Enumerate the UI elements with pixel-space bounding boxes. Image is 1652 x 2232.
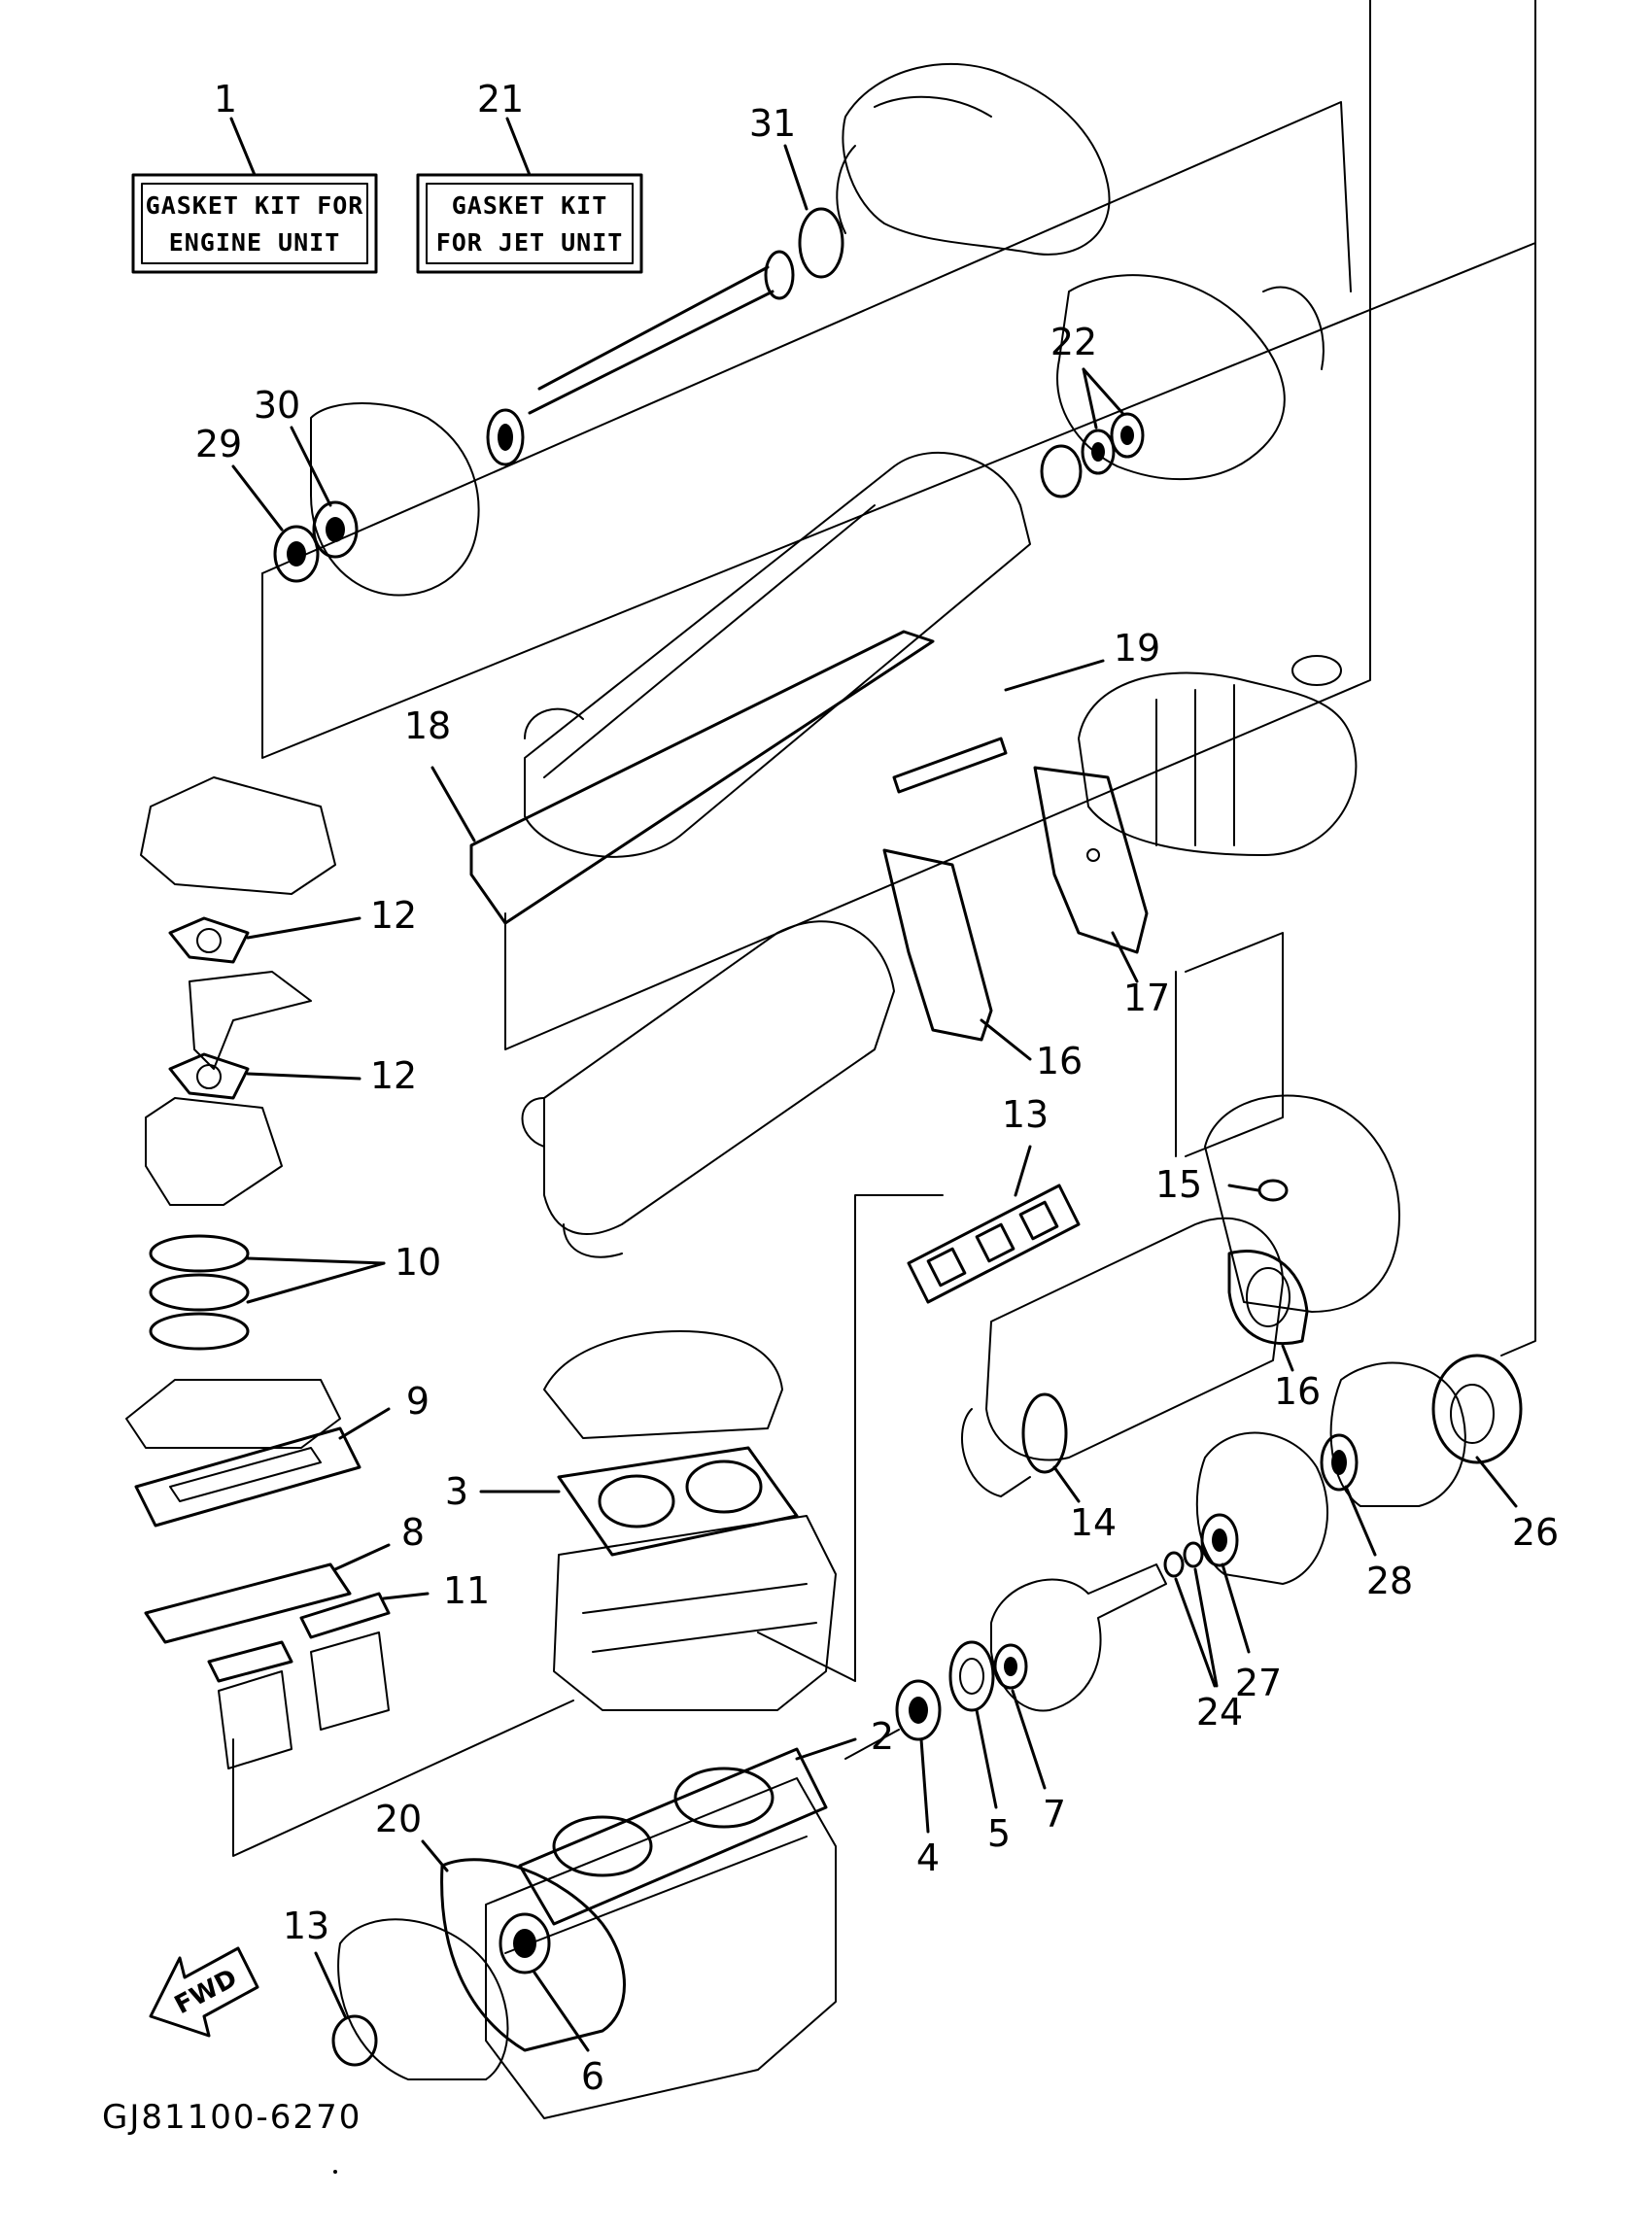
callout-12-lower: 12 [370, 1054, 417, 1097]
seal-6: 6 [499, 1912, 604, 2098]
seal-26: 26 [1431, 1354, 1559, 1554]
block-frame [757, 1194, 944, 1682]
callout-20: 20 [375, 1798, 422, 1840]
crankcase [485, 1777, 837, 2119]
gasket-20: 20 [375, 1798, 626, 2052]
callout-8: 8 [401, 1511, 425, 1554]
cylinder-head [543, 1330, 783, 1439]
seal-5: 5 [948, 1640, 1011, 1855]
seal-14: 14 [961, 1392, 1117, 1544]
kit-box-engine: GASKET KIT FOR ENGINE UNIT 1 [131, 78, 378, 274]
gasket-19: 17 [1033, 766, 1170, 1019]
stray-dot [333, 2170, 337, 2174]
exhaust-chamber [521, 920, 895, 1258]
kit-jet-line-1: GASKET KIT [452, 191, 608, 220]
coupling-shaft [990, 1563, 1167, 1712]
intake-frame [232, 1700, 574, 1857]
fwd-arrow-icon: FWD [149, 1946, 259, 2038]
gasket-8: 8 [144, 1511, 425, 1644]
muffler-frame-right [1185, 932, 1284, 1157]
reed-valves [218, 1631, 390, 1769]
callout-29: 29 [195, 423, 242, 465]
gasket-23: 18 [404, 630, 935, 925]
seal-31: 31 [749, 102, 844, 279]
callout-4: 4 [916, 1837, 940, 1879]
callout-6: 6 [581, 2055, 604, 2098]
muffler-frame [504, 0, 1371, 1050]
callout-14: 14 [1070, 1501, 1117, 1544]
gasket-17: 16 [1227, 1250, 1321, 1413]
drive-frame [1500, 242, 1536, 1356]
bearings-22: 22 [1040, 321, 1145, 498]
flame-arrester [189, 971, 312, 1070]
callout-12-upper: 12 [370, 894, 417, 937]
callout-1: 1 [214, 78, 237, 120]
callout-21: 21 [477, 78, 524, 120]
seal-7: 7 [993, 1643, 1066, 1836]
kit-jet-line-2: FOR JET UNIT [436, 228, 624, 257]
exhaust-pipe [985, 1217, 1284, 1461]
bearing-28: 28 [1320, 1433, 1413, 1602]
air-box-cover [140, 776, 336, 895]
jet-frame-lines [261, 0, 1536, 759]
diagram-code: GJ81100-6270 [102, 2098, 361, 2137]
callout-13: 13 [283, 1905, 329, 1947]
gasket-18: 16 [882, 848, 1083, 1082]
gasket-15: 13 [907, 1093, 1081, 1304]
gasket-12-lower: 12 [168, 1052, 417, 1100]
gasket-11: 11 [207, 1569, 490, 1683]
shaft-axis-line [844, 1729, 900, 1760]
callout-31: 31 [749, 102, 796, 145]
kit-engine-line-1: GASKET KIT FOR [146, 191, 364, 220]
exhaust-manifold [524, 452, 1031, 858]
gasket-24: 19 [892, 627, 1160, 794]
callout-10: 10 [395, 1241, 441, 1284]
callout-16: 15 [1155, 1163, 1202, 1206]
bearing-27: 27 [1200, 1513, 1282, 1704]
water-box [1204, 1094, 1400, 1313]
cylinder-block [553, 1515, 837, 1711]
callout-22: 22 [1050, 321, 1097, 363]
gasket-9: 9 [134, 1380, 430, 1528]
washer-16: 15 [1155, 1163, 1289, 1206]
drive-shaft [486, 250, 795, 466]
gaskets-10: 10 [149, 1234, 441, 1351]
callout-19: 17 [1123, 977, 1170, 1019]
callout-23: 18 [404, 704, 451, 747]
gasket-3: 3 [445, 1446, 799, 1557]
gasket-12-upper: 12 [168, 894, 417, 964]
starter-cover [337, 1918, 509, 2080]
callout-17: 16 [1274, 1370, 1321, 1413]
bearing-housing [1195, 1431, 1329, 1585]
callout-24: 19 [1114, 627, 1160, 670]
callout-5: 5 [987, 1812, 1011, 1855]
callout-18: 16 [1036, 1040, 1083, 1082]
intake-manifold [125, 1379, 341, 1449]
carburetor [145, 1097, 283, 1206]
callout-25: 24 [1196, 1691, 1243, 1734]
fwd-label: FWD [170, 1964, 242, 2020]
callout-28: 28 [1366, 1560, 1413, 1602]
callout-27: 27 [1235, 1662, 1282, 1704]
gasket-13: 13 [283, 1905, 378, 2067]
o-rings-25: 24 [1163, 1541, 1243, 1734]
kit-box-jet: GASKET KIT FOR JET UNIT 21 [416, 78, 643, 274]
callout-11: 11 [443, 1569, 490, 1612]
callout-30: 30 [254, 384, 300, 427]
gasket-2: 2 [518, 1715, 894, 1926]
callout-2: 2 [871, 1715, 894, 1758]
seal-4: 4 [895, 1679, 942, 1879]
impeller-housing-29-30: 29 30 [195, 384, 480, 597]
callout-9: 9 [406, 1380, 430, 1423]
jet-frame-top [261, 101, 1352, 574]
callout-26: 26 [1512, 1511, 1559, 1554]
callout-3: 3 [445, 1470, 468, 1513]
callout-15: 13 [1002, 1093, 1049, 1136]
jet-pump-housing [836, 62, 1325, 481]
kit-engine-line-2: ENGINE UNIT [169, 228, 341, 257]
callout-7: 7 [1043, 1793, 1066, 1836]
